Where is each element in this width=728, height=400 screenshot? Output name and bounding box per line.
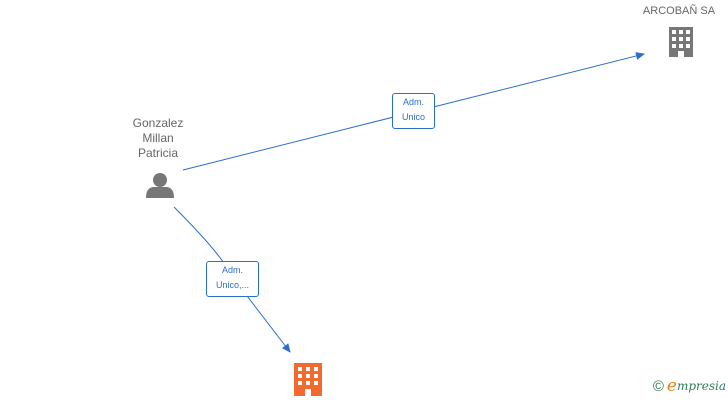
company-top-label: ARCOBAÑ SA xyxy=(630,4,728,19)
company-top-name: ARCOBAÑ SA xyxy=(642,5,716,17)
edge-label-company[interactable]: Adm. Unico,... xyxy=(206,261,259,297)
edge-label-line: Unico,... xyxy=(215,280,249,290)
building-icon[interactable] xyxy=(294,363,322,396)
building-icon[interactable] xyxy=(669,27,693,57)
person-name-line: Millan xyxy=(142,131,174,145)
edge-label-arcoban[interactable]: Adm. Unico xyxy=(392,93,435,129)
brand-name: mpresia xyxy=(676,379,726,393)
edge-label-line: Adm. xyxy=(402,97,424,107)
brand-initial: e xyxy=(666,376,677,396)
person-name-label: Gonzalez Millan Patricia xyxy=(115,116,201,161)
edge-label-line: Unico xyxy=(401,112,425,122)
person-icon[interactable] xyxy=(146,173,174,198)
person-name-line: Gonzalez xyxy=(132,116,184,130)
copyright-symbol: © xyxy=(652,377,664,395)
person-name-line: Patricia xyxy=(137,146,178,160)
edge-label-line: Adm. xyxy=(221,265,243,275)
